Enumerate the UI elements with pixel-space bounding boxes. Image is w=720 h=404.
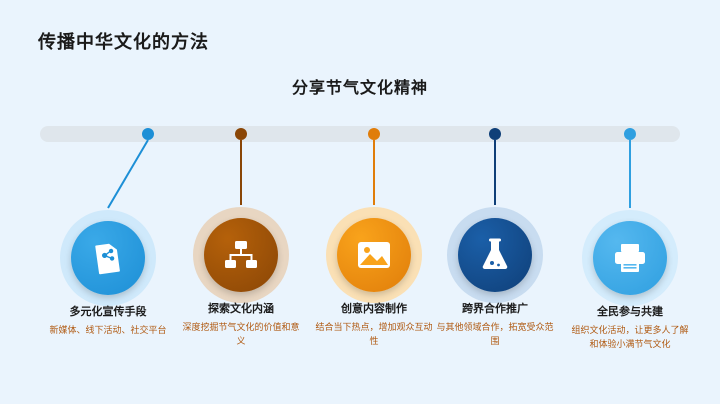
page-title: 传播中华文化的方法 — [38, 32, 209, 52]
node-description: 结合当下热点，增加观众互动性 — [315, 322, 433, 346]
node-description: 组织文化活动，让更多人了解和体验小满节气文化 — [571, 325, 689, 349]
rail-marker — [368, 128, 380, 140]
node-circle-3[interactable] — [337, 218, 411, 292]
node-description: 新媒体、线下活动、社交平台 — [49, 325, 167, 335]
rail-marker — [489, 128, 501, 140]
page-subtitle: 分享节气文化精神 — [291, 80, 428, 97]
node-connector — [629, 140, 631, 208]
node-label: 跨界合作推广 — [462, 303, 528, 315]
rail-marker — [142, 128, 154, 140]
node-description: 与其他领域合作，拓宽受众范围 — [436, 322, 554, 346]
node-description: 深度挖掘节气文化的价值和意义 — [182, 322, 300, 346]
printer-icon — [614, 243, 646, 273]
node-circle-4[interactable] — [458, 218, 532, 292]
node-connector — [107, 140, 149, 209]
node-circle-1[interactable] — [71, 221, 145, 295]
flask-icon — [480, 238, 510, 272]
node-label: 全民参与共建 — [597, 306, 663, 318]
node-circle-5[interactable] — [593, 221, 667, 295]
node-connector — [373, 140, 375, 205]
rail-marker — [624, 128, 636, 140]
rail-marker — [235, 128, 247, 140]
node-circle-2[interactable] — [204, 218, 278, 292]
hierarchy-icon — [224, 240, 258, 270]
node-connector — [494, 140, 496, 205]
node-connector — [240, 140, 242, 205]
document-share-icon — [91, 241, 125, 275]
timeline-rail — [40, 126, 680, 142]
node-label: 探索文化内涵 — [208, 303, 274, 315]
node-label: 多元化宣传手段 — [69, 306, 147, 318]
image-icon — [357, 241, 391, 269]
node-label: 创意内容制作 — [341, 303, 407, 315]
